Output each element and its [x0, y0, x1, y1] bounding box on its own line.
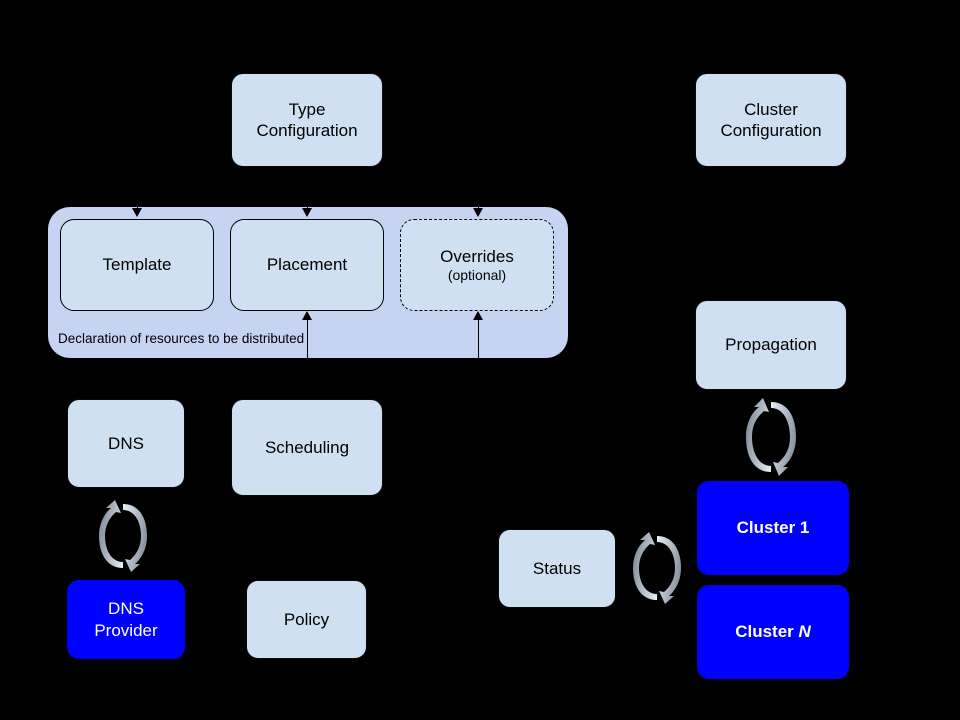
node-propagation[interactable]: Propagation	[695, 300, 847, 390]
node-dns[interactable]: DNS	[67, 399, 185, 488]
node-status[interactable]: Status	[498, 529, 616, 608]
arrowhead-placement-bottom	[302, 311, 312, 320]
node-policy-label: Policy	[283, 609, 330, 629]
node-type-configuration-line2: Configuration	[256, 121, 358, 140]
node-cluster-n[interactable]: Cluster N	[697, 585, 849, 679]
node-overrides-line2: (optional)	[447, 266, 507, 283]
node-dns-provider-line2: Provider	[94, 620, 158, 640]
node-overrides[interactable]: Overrides (optional)	[400, 219, 554, 311]
node-cluster-1-label: Cluster 1	[736, 518, 810, 538]
connector-type-config-to-placement	[307, 168, 308, 210]
arrowhead-to-placement	[302, 208, 312, 217]
arrowhead-to-template	[132, 208, 142, 217]
node-scheduling-label: Scheduling	[264, 437, 350, 457]
node-overrides-line1: Overrides	[440, 246, 514, 266]
node-cluster-n-prefix: Cluster	[735, 622, 799, 642]
sync-arrows-icon-propagation	[740, 396, 802, 478]
node-propagation-label: Propagation	[725, 335, 817, 355]
connector-policy-to-overrides	[478, 320, 479, 358]
node-dns-provider-line1: DNS	[108, 599, 144, 619]
node-placement[interactable]: Placement	[230, 219, 384, 311]
node-status-label: Status	[532, 558, 582, 578]
node-cluster-n-index: N	[798, 622, 811, 642]
arrowhead-overrides-bottom	[473, 311, 483, 320]
node-cluster-configuration[interactable]: Cluster Configuration	[695, 73, 847, 167]
federated-resource-group-caption: Declaration of resources to be distribut…	[58, 331, 305, 346]
connector-to-overrides	[478, 190, 479, 210]
node-dns-label: DNS	[108, 433, 144, 453]
node-placement-label: Placement	[266, 255, 348, 275]
sync-arrows-icon-dns	[92, 498, 154, 574]
node-cluster-1[interactable]: Cluster 1	[697, 481, 849, 575]
node-template-label: Template	[102, 255, 172, 275]
node-cluster-configuration-line1: Cluster	[744, 99, 798, 119]
node-template[interactable]: Template	[60, 219, 214, 311]
connector-scheduling-to-placement	[307, 320, 308, 358]
node-policy[interactable]: Policy	[246, 580, 367, 659]
node-cluster-configuration-line2: Configuration	[720, 121, 822, 140]
sync-arrows-icon-status	[626, 530, 688, 606]
node-type-configuration-line1: Type	[288, 99, 326, 119]
node-scheduling[interactable]: Scheduling	[231, 399, 383, 496]
node-type-configuration[interactable]: Type Configuration	[231, 73, 383, 167]
connector-to-template	[137, 190, 138, 210]
node-cluster-n-label: Cluster N	[735, 621, 811, 642]
node-dns-provider[interactable]: DNS Provider	[67, 580, 185, 659]
arrowhead-to-overrides	[473, 208, 483, 217]
